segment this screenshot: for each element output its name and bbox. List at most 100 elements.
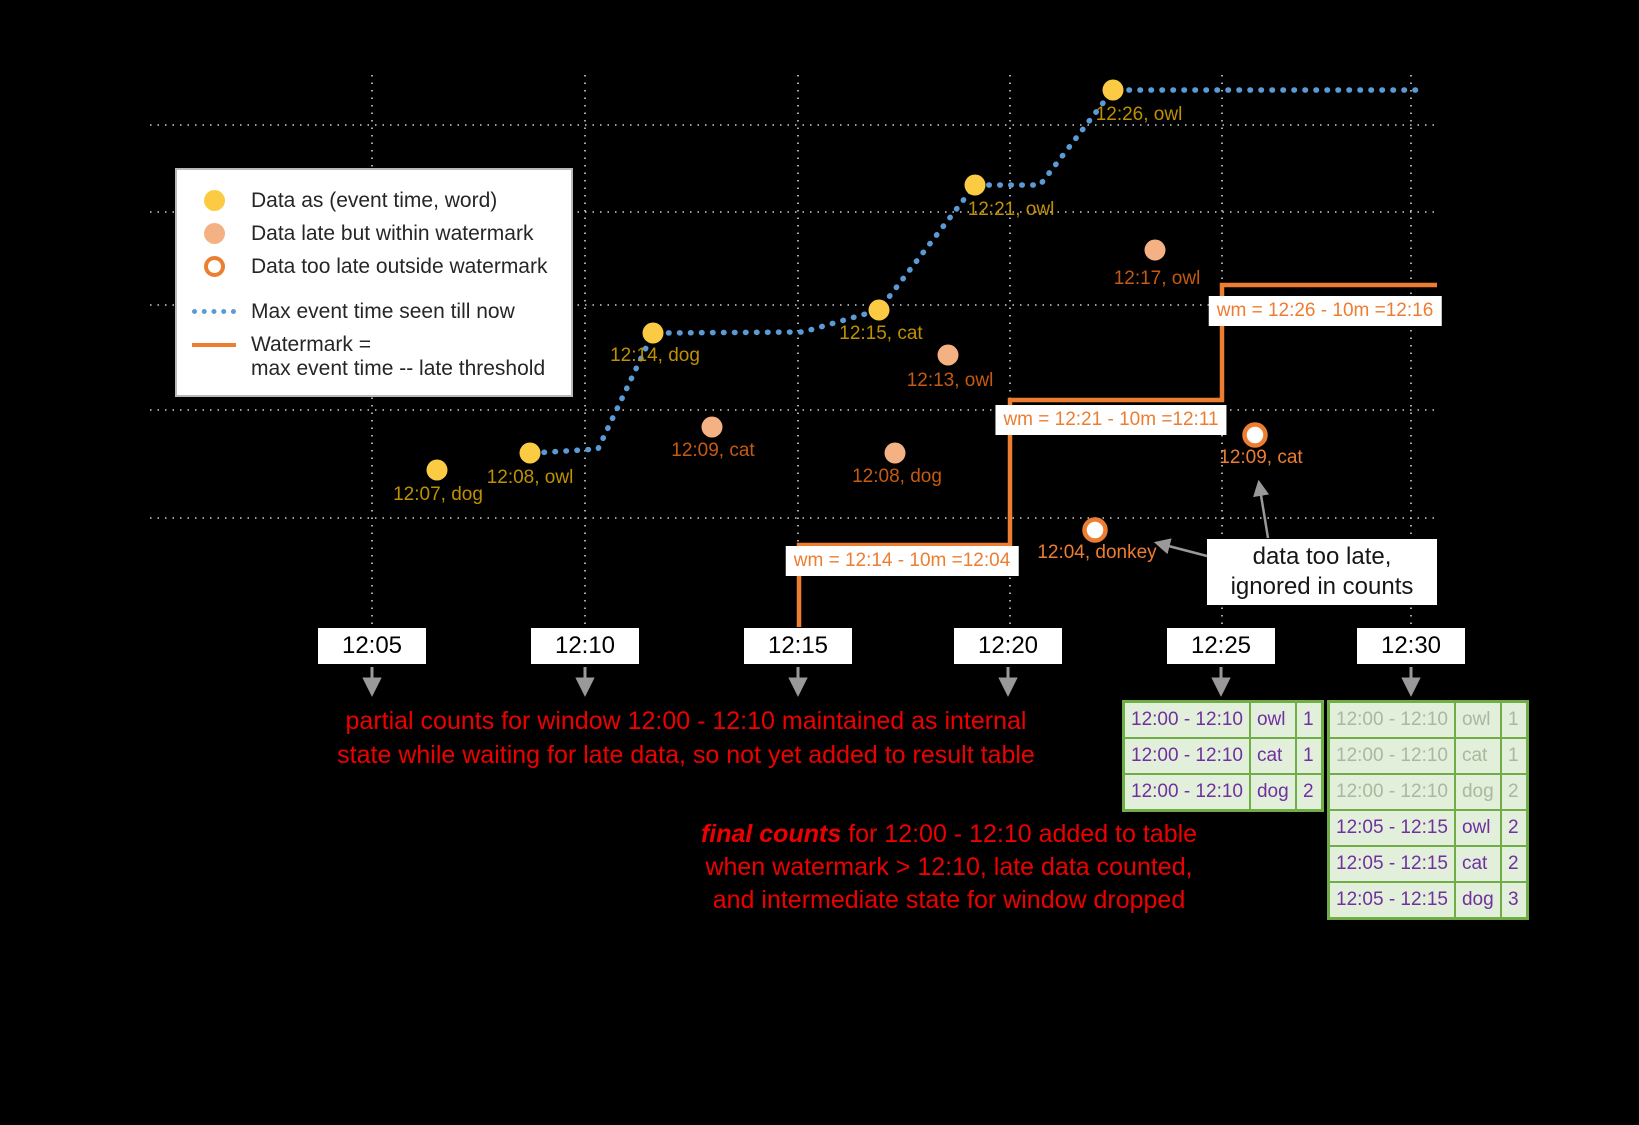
result-cell-word: cat bbox=[1248, 737, 1297, 775]
late-dot-icon bbox=[191, 223, 237, 244]
result-cell-window: 12:00 - 12:10 bbox=[1122, 700, 1251, 739]
data-point-late bbox=[701, 416, 723, 438]
data-point-on-time-label: 12:21, owl bbox=[968, 199, 1055, 220]
data-point-on-time bbox=[964, 174, 986, 196]
data-point-on-time bbox=[426, 459, 448, 481]
callout-arrow bbox=[1153, 538, 1208, 558]
max-event-time-line bbox=[530, 87, 1423, 456]
data-point-late bbox=[1144, 239, 1166, 261]
final-counts-emphasis: final counts bbox=[700, 820, 842, 848]
data-point-late bbox=[937, 344, 959, 366]
data-point-on-time bbox=[1102, 79, 1124, 101]
result-cell-window: 12:00 - 12:10 bbox=[1122, 737, 1251, 775]
result-cell-word: owl bbox=[1248, 700, 1297, 739]
data-point-on-time bbox=[519, 442, 541, 464]
legend-label: max event time -- late threshold bbox=[251, 357, 546, 380]
result-cell-window: 12:00 - 12:10 bbox=[1122, 773, 1251, 812]
legend-label: Data as (event time, word) bbox=[251, 188, 498, 212]
legend-label: Data late but within watermark bbox=[251, 221, 534, 245]
legend: Data as (event time, word) Data late but… bbox=[175, 168, 573, 397]
legend-item-too-late: Data too late outside watermark bbox=[191, 250, 557, 283]
result-cell-window: 12:00 - 12:10 bbox=[1327, 737, 1456, 775]
legend-label: Watermark = bbox=[251, 332, 371, 356]
result-cell-count: 1 bbox=[1295, 700, 1324, 739]
legend-item-late: Data late but within watermark bbox=[191, 217, 557, 250]
result-cell-word: cat bbox=[1453, 845, 1502, 883]
result-cell-word: dog bbox=[1453, 773, 1502, 811]
data-point-on-time-label: 12:08, owl bbox=[487, 467, 574, 488]
data-point-late-label: 12:08, dog bbox=[852, 466, 942, 487]
data-point-on-time-label: 12:14, dog bbox=[610, 345, 700, 366]
data-point-too-late-label: 12:04, donkey bbox=[1037, 542, 1157, 563]
result-cell-word: dog bbox=[1248, 773, 1297, 812]
result-cell-count: 1 bbox=[1500, 700, 1529, 739]
result-cell-count: 2 bbox=[1500, 845, 1529, 883]
watermark-label: wm = 12:14 - 10m =12:04 bbox=[785, 546, 1019, 576]
result-cell-window: 12:05 - 12:15 bbox=[1327, 845, 1456, 883]
legend-label: Data too late outside watermark bbox=[251, 254, 548, 278]
data-point-on-time-label: 12:07, dog bbox=[393, 484, 483, 505]
legend-label: Max event time seen till now bbox=[251, 299, 515, 323]
data-point-late-label: 12:17, owl bbox=[1114, 268, 1201, 289]
result-cell-window: 12:05 - 12:15 bbox=[1327, 809, 1456, 847]
data-point-late-label: 12:13, owl bbox=[907, 370, 994, 391]
note-final-counts: final counts for 12:00 - 12:10 added to … bbox=[694, 818, 1204, 917]
data-point-too-late bbox=[1242, 422, 1268, 448]
result-cell-window: 12:00 - 12:10 bbox=[1327, 700, 1456, 739]
callout-arrow bbox=[1253, 479, 1270, 539]
note-line: state while waiting for late data, so no… bbox=[337, 741, 1035, 769]
axis-tick: 12:30 bbox=[1357, 628, 1465, 664]
note-partial-counts: partial counts for window 12:00 - 12:10 … bbox=[322, 704, 1050, 772]
note-line: and intermediate state for window droppe… bbox=[712, 886, 1186, 914]
data-point-on-time-label: 12:15, cat bbox=[839, 323, 923, 344]
result-cell-count: 3 bbox=[1500, 881, 1529, 920]
callout-line: data too late, bbox=[1252, 543, 1392, 570]
data-point-too-late bbox=[1082, 517, 1108, 543]
axis-tick: 12:15 bbox=[744, 628, 852, 664]
too-late-ring-icon bbox=[191, 256, 237, 277]
data-point-on-time bbox=[642, 322, 664, 344]
data-point-late bbox=[884, 442, 906, 464]
legend-item-watermark-cont: max event time -- late threshold bbox=[191, 355, 557, 383]
watermark-step-line bbox=[796, 282, 1437, 627]
legend-item-watermark: Watermark = bbox=[191, 328, 557, 361]
result-cell-count: 2 bbox=[1295, 773, 1324, 812]
note-line-rest: for 12:00 - 12:10 added to table bbox=[841, 820, 1198, 848]
result-cell-window: 12:00 - 12:10 bbox=[1327, 773, 1456, 811]
solid-line-icon bbox=[191, 342, 237, 347]
note-line: when watermark > 12:10, late data counte… bbox=[705, 853, 1193, 881]
result-cell-count: 2 bbox=[1500, 809, 1529, 847]
result-cell-count: 1 bbox=[1295, 737, 1324, 775]
legend-item-on-time: Data as (event time, word) bbox=[191, 184, 557, 217]
result-cell-word: owl bbox=[1453, 700, 1502, 739]
watermark-label: wm = 12:21 - 10m =12:11 bbox=[995, 405, 1227, 435]
dotted-line-icon bbox=[191, 309, 237, 314]
note-line: partial counts for window 12:00 - 12:10 … bbox=[345, 707, 1027, 735]
data-point-on-time bbox=[868, 299, 890, 321]
result-cell-word: cat bbox=[1453, 737, 1502, 775]
data-point-on-time-label: 12:26, owl bbox=[1096, 104, 1183, 125]
legend-item-max-event: Max event time seen till now bbox=[191, 295, 557, 328]
data-point-too-late-label: 12:09, cat bbox=[1219, 447, 1303, 468]
result-cell-count: 1 bbox=[1500, 737, 1529, 775]
axis-tick: 12:10 bbox=[531, 628, 639, 664]
result-cell-word: dog bbox=[1453, 881, 1502, 920]
too-late-callout: data too late, ignored in counts bbox=[1207, 539, 1437, 605]
note-line: final counts for 12:00 - 12:10 added to … bbox=[694, 818, 1204, 851]
on-time-dot-icon bbox=[191, 190, 237, 211]
axis-tick: 12:05 bbox=[318, 628, 426, 664]
axis-tick: 12:20 bbox=[954, 628, 1062, 664]
callout-line: ignored in counts bbox=[1230, 573, 1414, 600]
watermark-label: wm = 12:26 - 10m =12:16 bbox=[1208, 296, 1442, 326]
